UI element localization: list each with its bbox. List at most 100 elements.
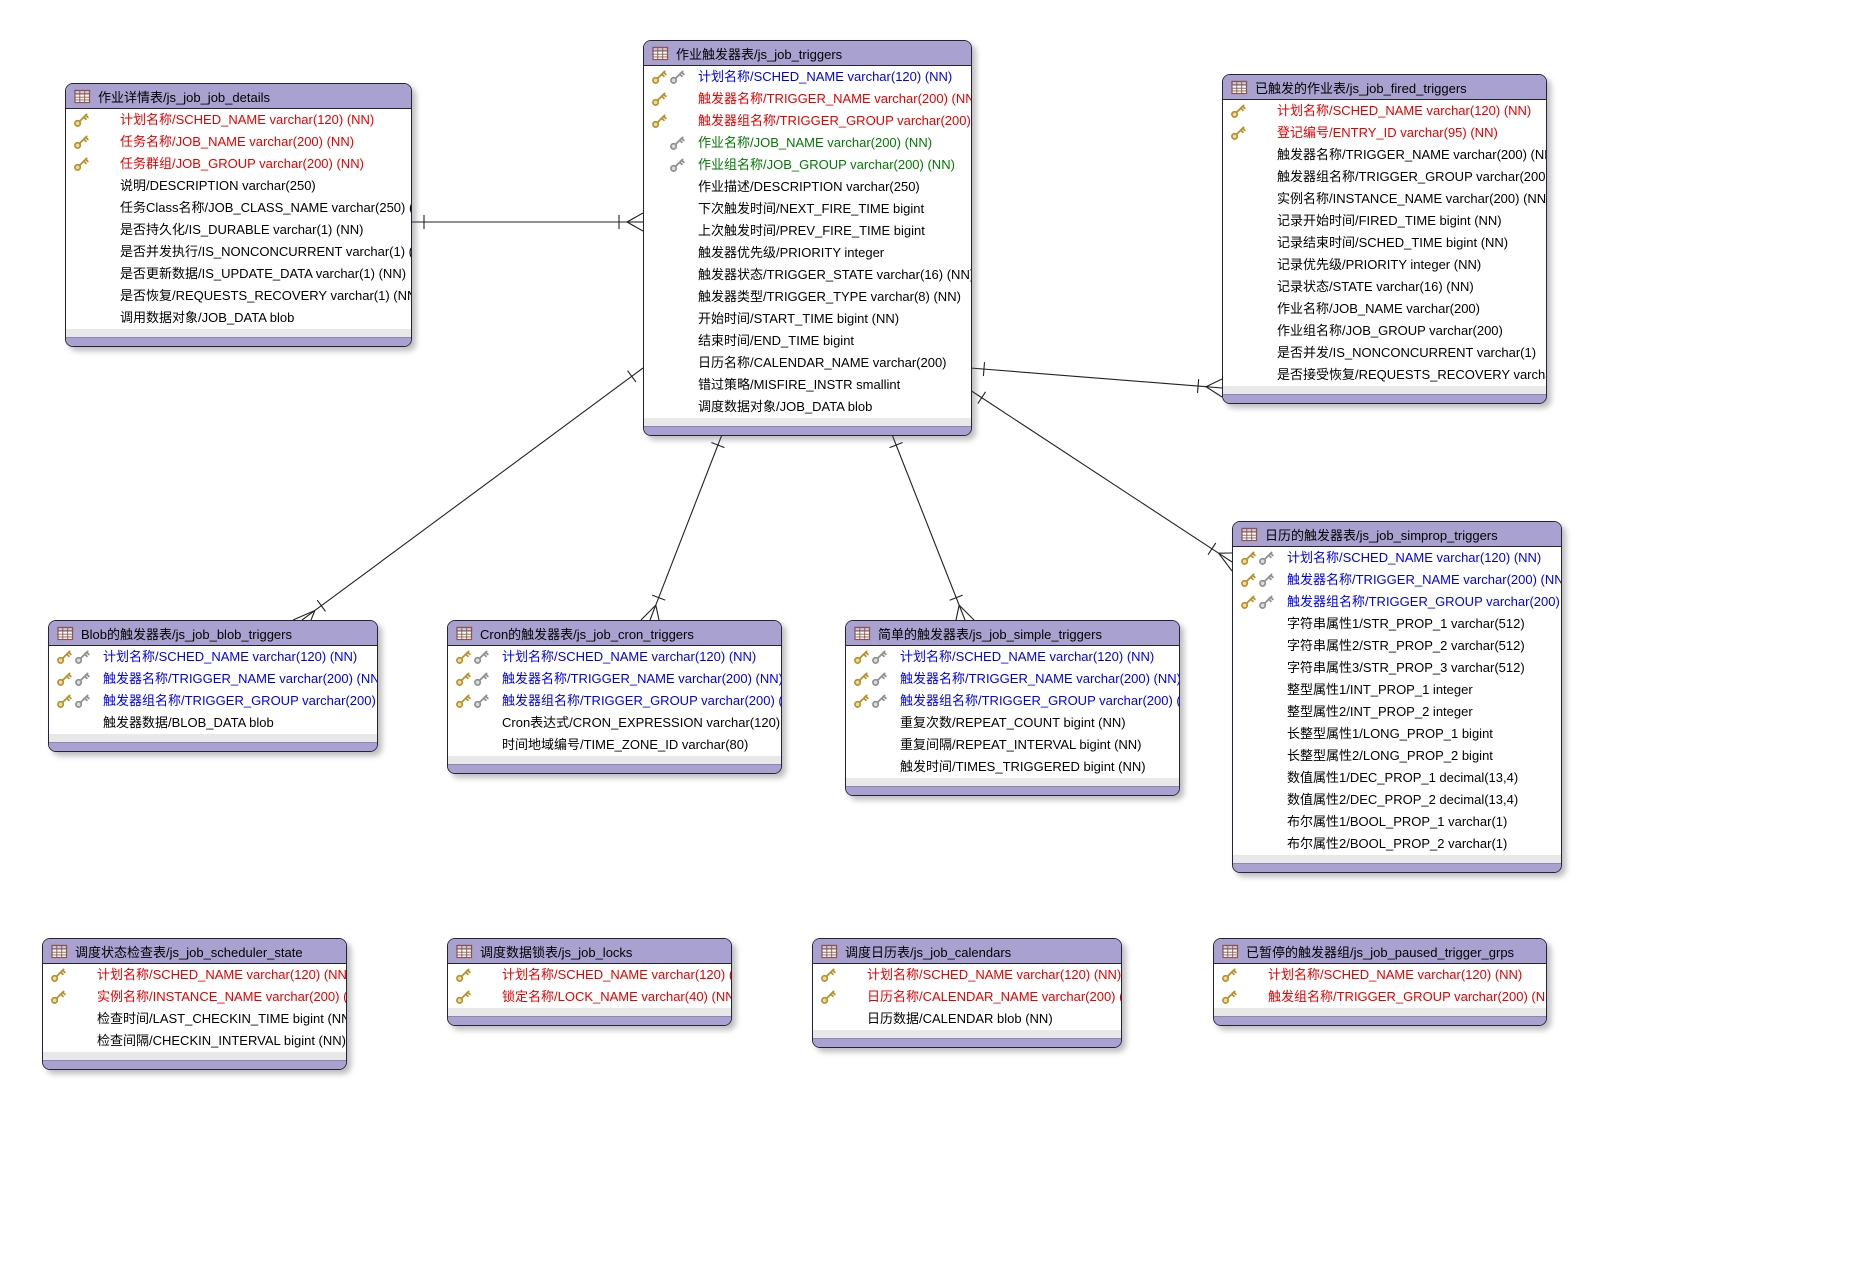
- relationship-triggers-to-fired[interactable]: [969, 362, 1223, 398]
- field-row[interactable]: 日历名称/CALENDAR_NAME varchar(200) (NN): [813, 986, 1121, 1008]
- field-row[interactable]: 计划名称/SCHED_NAME varchar(120) (NN): [1223, 100, 1546, 122]
- field-row[interactable]: 作业组名称/JOB_GROUP varchar(200) (NN): [644, 154, 971, 176]
- field-row[interactable]: 下次触发时间/NEXT_FIRE_TIME bigint: [644, 198, 971, 220]
- field-row[interactable]: 触发器名称/TRIGGER_NAME varchar(200) (NN): [1233, 569, 1561, 591]
- field-row[interactable]: 是否持久化/IS_DURABLE varchar(1) (NN): [66, 219, 411, 241]
- field-row[interactable]: 任务Class名称/JOB_CLASS_NAME varchar(250) (N…: [66, 197, 411, 219]
- field-row[interactable]: 数值属性2/DEC_PROP_2 decimal(13,4): [1233, 789, 1561, 811]
- table-header-simprop-triggers[interactable]: 日历的触发器表/js_job_simprop_triggers: [1233, 522, 1561, 547]
- table-header-blob-triggers[interactable]: Blob的触发器表/js_job_blob_triggers: [49, 621, 377, 646]
- field-row[interactable]: 计划名称/SCHED_NAME varchar(120) (NN): [846, 646, 1179, 668]
- field-row[interactable]: 作业描述/DESCRIPTION varchar(250): [644, 176, 971, 198]
- field-row[interactable]: 任务名称/JOB_NAME varchar(200) (NN): [66, 131, 411, 153]
- field-row[interactable]: 计划名称/SCHED_NAME varchar(120) (NN): [1233, 547, 1561, 569]
- field-row[interactable]: 作业名称/JOB_NAME varchar(200): [1223, 298, 1546, 320]
- field-row[interactable]: 调用数据对象/JOB_DATA blob: [66, 307, 411, 329]
- field-row[interactable]: 说明/DESCRIPTION varchar(250): [66, 175, 411, 197]
- relationship-job-details-to-triggers[interactable]: [410, 212, 644, 232]
- table-header-calendars[interactable]: 调度日历表/js_job_calendars: [813, 939, 1121, 964]
- field-row[interactable]: 字符串属性3/STR_PROP_3 varchar(512): [1233, 657, 1561, 679]
- field-row[interactable]: 是否恢复/REQUESTS_RECOVERY varchar(1) (NN): [66, 285, 411, 307]
- field-row[interactable]: 布尔属性1/BOOL_PROP_1 varchar(1): [1233, 811, 1561, 833]
- field-row[interactable]: 检查间隔/CHECKIN_INTERVAL bigint (NN): [43, 1030, 346, 1052]
- field-row[interactable]: 触发器组名称/TRIGGER_GROUP varchar(200) (NN): [1223, 166, 1546, 188]
- field-row[interactable]: 数值属性1/DEC_PROP_1 decimal(13,4): [1233, 767, 1561, 789]
- relationship-triggers-to-cron[interactable]: [640, 431, 725, 621]
- field-row[interactable]: 长整型属性2/LONG_PROP_2 bigint: [1233, 745, 1561, 767]
- field-row[interactable]: 记录状态/STATE varchar(16) (NN): [1223, 276, 1546, 298]
- field-row[interactable]: 布尔属性2/BOOL_PROP_2 varchar(1): [1233, 833, 1561, 855]
- field-row[interactable]: 字符串属性2/STR_PROP_2 varchar(512): [1233, 635, 1561, 657]
- field-row[interactable]: 长整型属性1/LONG_PROP_1 bigint: [1233, 723, 1561, 745]
- field-row[interactable]: 是否并发执行/IS_NONCONCURRENT varchar(1) (NN): [66, 241, 411, 263]
- field-row[interactable]: 日历名称/CALENDAR_NAME varchar(200): [644, 352, 971, 374]
- table-header-triggers[interactable]: 作业触发器表/js_job_triggers: [644, 41, 971, 66]
- table-header-locks[interactable]: 调度数据锁表/js_job_locks: [448, 939, 731, 964]
- field-row[interactable]: 计划名称/SCHED_NAME varchar(120) (NN): [448, 646, 781, 668]
- field-row[interactable]: 计划名称/SCHED_NAME varchar(120) (NN): [43, 964, 346, 986]
- field-row[interactable]: 重复间隔/REPEAT_INTERVAL bigint (NN): [846, 734, 1179, 756]
- field-row[interactable]: 实例名称/INSTANCE_NAME varchar(200) (NN): [43, 986, 346, 1008]
- field-row[interactable]: 触发器类型/TRIGGER_TYPE varchar(8) (NN): [644, 286, 971, 308]
- field-row[interactable]: 触发器组名称/TRIGGER_GROUP varchar(200) (NN): [846, 690, 1179, 712]
- field-row[interactable]: 计划名称/SCHED_NAME varchar(120) (NN): [49, 646, 377, 668]
- field-row[interactable]: 计划名称/SCHED_NAME varchar(120) (NN): [644, 66, 971, 88]
- field-row[interactable]: 计划名称/SCHED_NAME varchar(120) (NN): [813, 964, 1121, 986]
- table-header-job-details[interactable]: 作业详情表/js_job_job_details: [66, 84, 411, 109]
- field-row[interactable]: 触发器名称/TRIGGER_NAME varchar(200) (NN): [1223, 144, 1546, 166]
- field-row[interactable]: 时间地域编号/TIME_ZONE_ID varchar(80): [448, 734, 781, 756]
- field-row[interactable]: 触发器名称/TRIGGER_NAME varchar(200) (NN): [448, 668, 781, 690]
- field-row[interactable]: 作业名称/JOB_NAME varchar(200) (NN): [644, 132, 971, 154]
- table-header-scheduler-state[interactable]: 调度状态检查表/js_job_scheduler_state: [43, 939, 346, 964]
- field-row[interactable]: 触发器组名称/TRIGGER_GROUP varchar(200) (NN): [448, 690, 781, 712]
- field-row[interactable]: 是否接受恢复/REQUESTS_RECOVERY varchar(1): [1223, 364, 1546, 386]
- field-row[interactable]: 任务群组/JOB_GROUP varchar(200) (NN): [66, 153, 411, 175]
- field-row[interactable]: 触发器组名称/TRIGGER_GROUP varchar(200) (NN): [49, 690, 377, 712]
- field-row[interactable]: 是否更新数据/IS_UPDATE_DATA varchar(1) (NN): [66, 263, 411, 285]
- field-row[interactable]: 锁定名称/LOCK_NAME varchar(40) (NN): [448, 986, 731, 1008]
- field-row[interactable]: 记录结束时间/SCHED_TIME bigint (NN): [1223, 232, 1546, 254]
- field-row[interactable]: 触发器优先级/PRIORITY integer: [644, 242, 971, 264]
- field-row[interactable]: 触发器名称/TRIGGER_NAME varchar(200) (NN): [644, 88, 971, 110]
- field-row[interactable]: 作业组名称/JOB_GROUP varchar(200): [1223, 320, 1546, 342]
- field-row[interactable]: 触发器组名称/TRIGGER_GROUP varchar(200) (NN): [1233, 591, 1561, 613]
- field-row[interactable]: 字符串属性1/STR_PROP_1 varchar(512): [1233, 613, 1561, 635]
- field-row[interactable]: 触发时间/TIMES_TRIGGERED bigint (NN): [846, 756, 1179, 778]
- field-row[interactable]: 触发器名称/TRIGGER_NAME varchar(200) (NN): [49, 668, 377, 690]
- field-row[interactable]: 计划名称/SCHED_NAME varchar(120) (NN): [448, 964, 731, 986]
- field-row[interactable]: 触发器状态/TRIGGER_STATE varchar(16) (NN): [644, 264, 971, 286]
- table-header-paused-trigger-grps[interactable]: 已暂停的触发器组/js_job_paused_trigger_grps: [1214, 939, 1546, 964]
- field-row[interactable]: 是否并发/IS_NONCONCURRENT varchar(1): [1223, 342, 1546, 364]
- field-row[interactable]: 整型属性2/INT_PROP_2 integer: [1233, 701, 1561, 723]
- field-row[interactable]: 记录开始时间/FIRED_TIME bigint (NN): [1223, 210, 1546, 232]
- field-row[interactable]: 重复次数/REPEAT_COUNT bigint (NN): [846, 712, 1179, 734]
- table-header-simple-triggers[interactable]: 简单的触发器表/js_job_simple_triggers: [846, 621, 1179, 646]
- field-row[interactable]: 结束时间/END_TIME bigint: [644, 330, 971, 352]
- field-row[interactable]: 整型属性1/INT_PROP_1 integer: [1233, 679, 1561, 701]
- field-row[interactable]: 计划名称/SCHED_NAME varchar(120) (NN): [66, 109, 411, 131]
- relationship-triggers-to-simple[interactable]: [889, 431, 975, 621]
- field-row[interactable]: 触发器名称/TRIGGER_NAME varchar(200) (NN): [846, 668, 1179, 690]
- field-row[interactable]: 计划名称/SCHED_NAME varchar(120) (NN): [1214, 964, 1546, 986]
- relationship-triggers-to-simprop[interactable]: [969, 389, 1233, 572]
- field-row[interactable]: 开始时间/START_TIME bigint (NN): [644, 308, 971, 330]
- field-row[interactable]: 日历数据/CALENDAR blob (NN): [813, 1008, 1121, 1030]
- relationship-triggers-to-blob[interactable]: [292, 367, 644, 621]
- field-row[interactable]: 触发组名称/TRIGGER_GROUP varchar(200) (NN): [1214, 986, 1546, 1008]
- field-row[interactable]: 调度数据对象/JOB_DATA blob: [644, 396, 971, 418]
- field-row[interactable]: Cron表达式/CRON_EXPRESSION varchar(120) (NN…: [448, 712, 781, 734]
- field-row[interactable]: 实例名称/INSTANCE_NAME varchar(200) (NN): [1223, 188, 1546, 210]
- field-row[interactable]: 登记编号/ENTRY_ID varchar(95) (NN): [1223, 122, 1546, 144]
- field-row[interactable]: 记录优先级/PRIORITY integer (NN): [1223, 254, 1546, 276]
